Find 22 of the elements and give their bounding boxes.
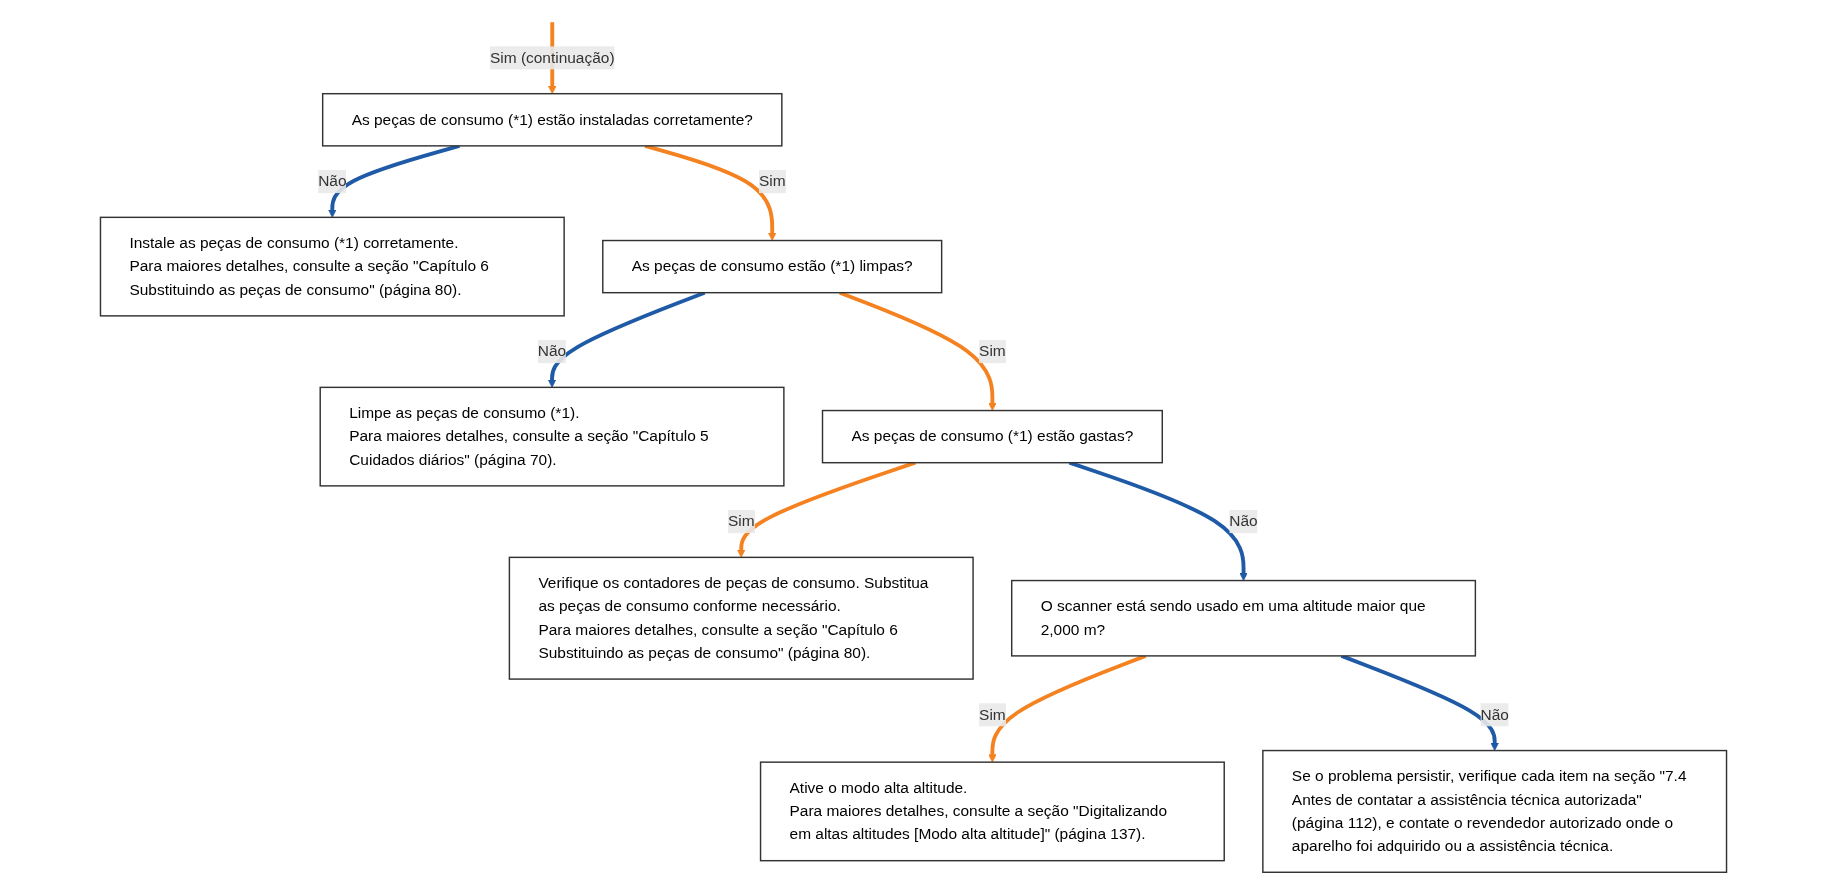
edge-label: Sim <box>979 342 1006 360</box>
node-box: Instale as peças de consumo (*1) corretamente. Para maiores detalhes, consulte a seção "Capítulo 6 Substituindo as peças de consumo" (página 80). <box>99 216 565 317</box>
arrow <box>988 654 1147 763</box>
node-box: Limpe as peças de consumo (*1). Para maiores detalhes, consulte a seção "Capítulo 5 Cuidados diários" (página 70). <box>319 386 785 487</box>
node-box: As peças de consumo estão (*1) limpas? <box>602 239 943 294</box>
edge-label: Não <box>1229 512 1258 530</box>
node-box: O scanner está sendo usado em uma altitude maior que 2,000 m? <box>1011 579 1477 657</box>
edge-label: Sim (continuação) <box>489 49 615 66</box>
node-box: As peças de consumo (*1) estão instaladas corretamente? <box>321 92 783 147</box>
arrow <box>644 144 777 241</box>
edge-label: Sim <box>758 172 786 190</box>
arrow <box>328 144 460 218</box>
node-box: Se o problema persistir, verifique cada item na seção "7.4 Antes de contatar a assistência técnica autorizada" (página 112), e contate o revendedor autorizado onde o aparelho foi adquirido ou a assistência técnica. <box>1262 749 1728 873</box>
edge-label: Não <box>318 172 347 190</box>
edge-label: Não <box>537 342 567 360</box>
edge-label: Sim <box>727 512 755 530</box>
arrow <box>1340 654 1499 751</box>
node-box: As peças de consumo (*1) estão gastas? <box>821 409 1163 464</box>
edge-label: Não <box>1480 706 1509 723</box>
edge-label: Sim <box>979 706 1006 723</box>
node-box: Verifique os contadores de peças de consumo. Substitua as peças de consumo conforme necessário. Para maiores detalhes, consulte a seção "Capítulo 6 Substituindo as peças de consumo" (página 80). <box>508 556 974 680</box>
node-box: Ative o modo alta altitude. Para maiores detalhes, consulte a seção "Digitalizando em altas altitudes [Modo alta altitude]" (página 137). <box>759 761 1225 862</box>
